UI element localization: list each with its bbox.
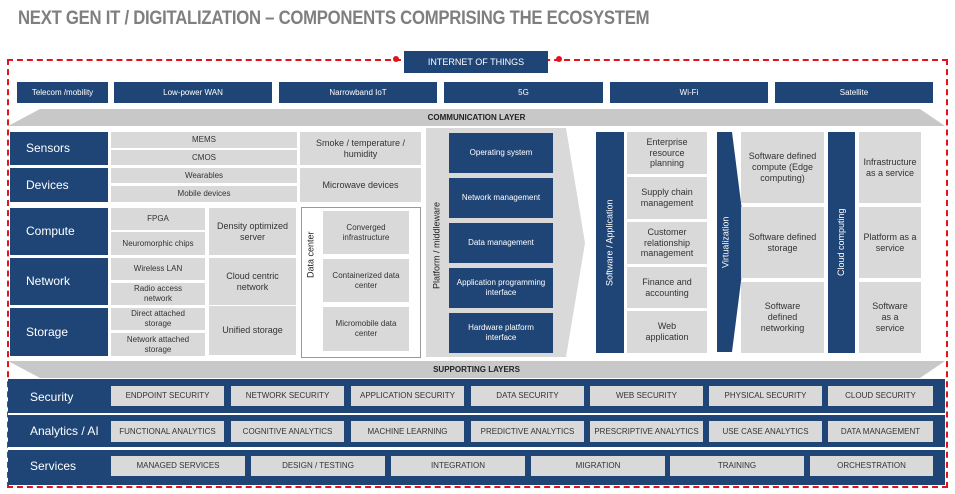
analytics-predictive: PREDICTIVE ANALYTICS: [471, 421, 584, 442]
virtualization-arrow: [717, 132, 746, 352]
security-web: WEB SECURITY: [590, 386, 703, 406]
supporting-layers-bar: [8, 361, 945, 378]
category-compute: Compute: [10, 208, 108, 255]
services-orchestration: ORCHESTRATION: [810, 456, 933, 476]
page-title: NEXT GEN IT / DIGITALIZATION – COMPONENT…: [18, 8, 650, 29]
platform-data-mgmt: Data management: [449, 223, 553, 263]
item-radio-access: Radio access network: [111, 283, 205, 305]
item-converged: Converged infrastructure: [323, 211, 409, 254]
software-finance: Finance and accounting: [627, 267, 707, 308]
conn-wifi: Wi-Fi: [610, 82, 768, 103]
software-web-app: Web application: [627, 311, 707, 353]
security-data: DATA SECURITY: [471, 386, 584, 406]
item-wireless-lan: Wireless LAN: [111, 258, 205, 280]
cloud-saas: Software as a service: [859, 282, 921, 353]
conn-nbiot: Narrowband IoT: [279, 82, 437, 103]
item-cloud-centric: Cloud centric network: [209, 258, 296, 305]
item-wearables: Wearables: [111, 168, 297, 183]
security-endpoint: ENDPOINT SECURITY: [111, 386, 224, 406]
platform-hw-interface: Hardware platform interface: [449, 313, 553, 353]
analytics-data-mgmt: DATA MANAGEMENT: [828, 421, 933, 442]
analytics-functional: FUNCTIONAL ANALYTICS: [111, 421, 224, 442]
software-label: Software / Application: [596, 132, 624, 353]
security-network: NETWORK SECURITY: [231, 386, 344, 406]
conn-telecom: Telecom /mobility: [17, 82, 108, 103]
item-cmos: CMOS: [111, 150, 297, 165]
security-cloud: CLOUD SECURITY: [828, 386, 933, 406]
software-scm: Supply chain management: [627, 177, 707, 219]
platform-api: Application programming interface: [449, 268, 553, 308]
category-devices: Devices: [10, 168, 108, 202]
services-design-testing: DESIGN / TESTING: [251, 456, 385, 476]
iot-header: INTERNET OF THINGS: [404, 51, 548, 73]
analytics-ml: MACHINE LEARNING: [351, 421, 464, 442]
virt-networking: Software defined networking: [741, 282, 824, 353]
analytics-prescriptive: PRESCRIPTIVE ANALYTICS: [590, 421, 703, 442]
platform-os: Operating system: [449, 133, 553, 173]
category-network: Network: [10, 258, 108, 305]
services-managed: MANAGED SERVICES: [111, 456, 245, 476]
analytics-label: Analytics / AI: [30, 423, 99, 438]
cloud-paas: Platform as a service: [859, 207, 921, 278]
category-storage: Storage: [10, 308, 108, 356]
analytics-use-case: USE CASE ANALYTICS: [709, 421, 822, 442]
item-fpga: FPGA: [111, 208, 205, 230]
services-integration: INTEGRATION: [391, 456, 525, 476]
item-neuromorphic: Neuromorphic chips: [111, 232, 205, 255]
services-migration: MIGRATION: [531, 456, 665, 476]
item-microwave: Microwave devices: [300, 168, 421, 202]
item-mobile-devices: Mobile devices: [111, 186, 297, 202]
data-center-label: Data center: [305, 231, 316, 279]
item-mems: MEMS: [111, 132, 297, 148]
divider: [8, 447, 945, 450]
conn-lpwan: Low-power WAN: [114, 82, 272, 103]
item-unified-storage: Unified storage: [209, 306, 296, 355]
security-physical: PHYSICAL SECURITY: [709, 386, 822, 406]
services-training: TRAINING: [670, 456, 804, 476]
conn-satellite: Satellite: [775, 82, 933, 103]
communication-layer-label: COMMUNICATION LAYER: [427, 112, 526, 122]
platform-label: Platform / middleware: [431, 201, 442, 289]
security-label: Security: [30, 389, 74, 404]
security-application: APPLICATION SECURITY: [351, 386, 464, 406]
item-containerized: Containerized data center: [323, 259, 409, 302]
item-nas: Network attached storage: [111, 333, 205, 356]
item-das: Direct attached storage: [111, 308, 205, 330]
platform-network-mgmt: Network management: [449, 178, 553, 218]
virt-storage: Software defined storage: [741, 207, 824, 278]
services-label: Services: [30, 458, 77, 473]
software-erp: Enterprise resource planning: [627, 132, 707, 174]
communication-layer-bar: [8, 109, 945, 126]
software-crm: Customer relationship management: [627, 222, 707, 264]
item-density-server: Density optimized server: [209, 208, 296, 255]
connector-dot: [393, 56, 399, 62]
item-smoke: Smoke / temperature / humidity: [300, 132, 421, 165]
divider: [8, 413, 945, 415]
analytics-cognitive: COGNITIVE ANALYTICS: [231, 421, 344, 442]
category-sensors: Sensors: [10, 132, 108, 165]
cloud-iaas: Infrastructure as a service: [859, 132, 921, 203]
data-center-group: [301, 207, 421, 358]
conn-5g: 5G: [444, 82, 603, 103]
virtualization-label: Virtualization: [720, 216, 731, 269]
cloud-label: Cloud computing: [828, 132, 855, 353]
supporting-layers-label: SUPPORTING LAYERS: [433, 364, 520, 374]
connector-dot: [556, 56, 562, 62]
item-micromobile: Micromobile data center: [323, 307, 409, 351]
virt-compute: Software defined compute (Edge computing…: [741, 132, 824, 203]
